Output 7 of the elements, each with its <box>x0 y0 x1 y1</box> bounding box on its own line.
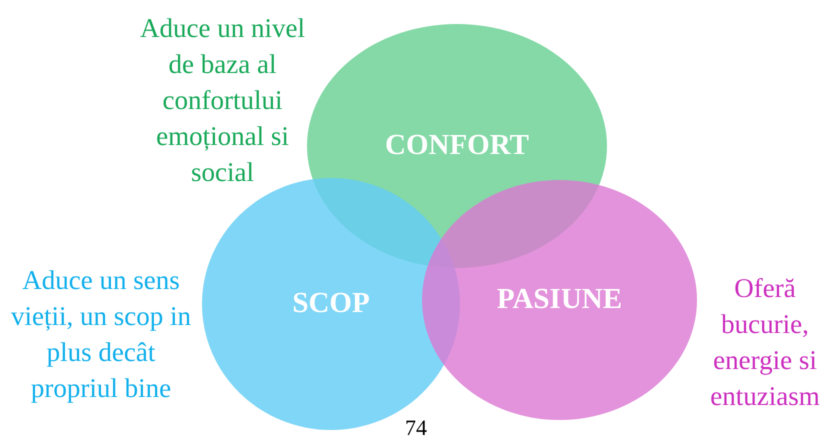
description-text: Aduce un sens vieții, un scop in plus decât propriul bine <box>10 264 192 405</box>
circle-label: CONFORT <box>385 128 529 164</box>
description-text: Aduce un nivel de baza al confortului emoțional si social <box>140 12 305 189</box>
circle-label: SCOP <box>292 286 370 322</box>
circle-label: PASIUNE <box>496 282 622 318</box>
page-number: 74 <box>405 415 427 441</box>
description-text: Oferă bucurie, energie si entuziasm <box>709 272 821 413</box>
